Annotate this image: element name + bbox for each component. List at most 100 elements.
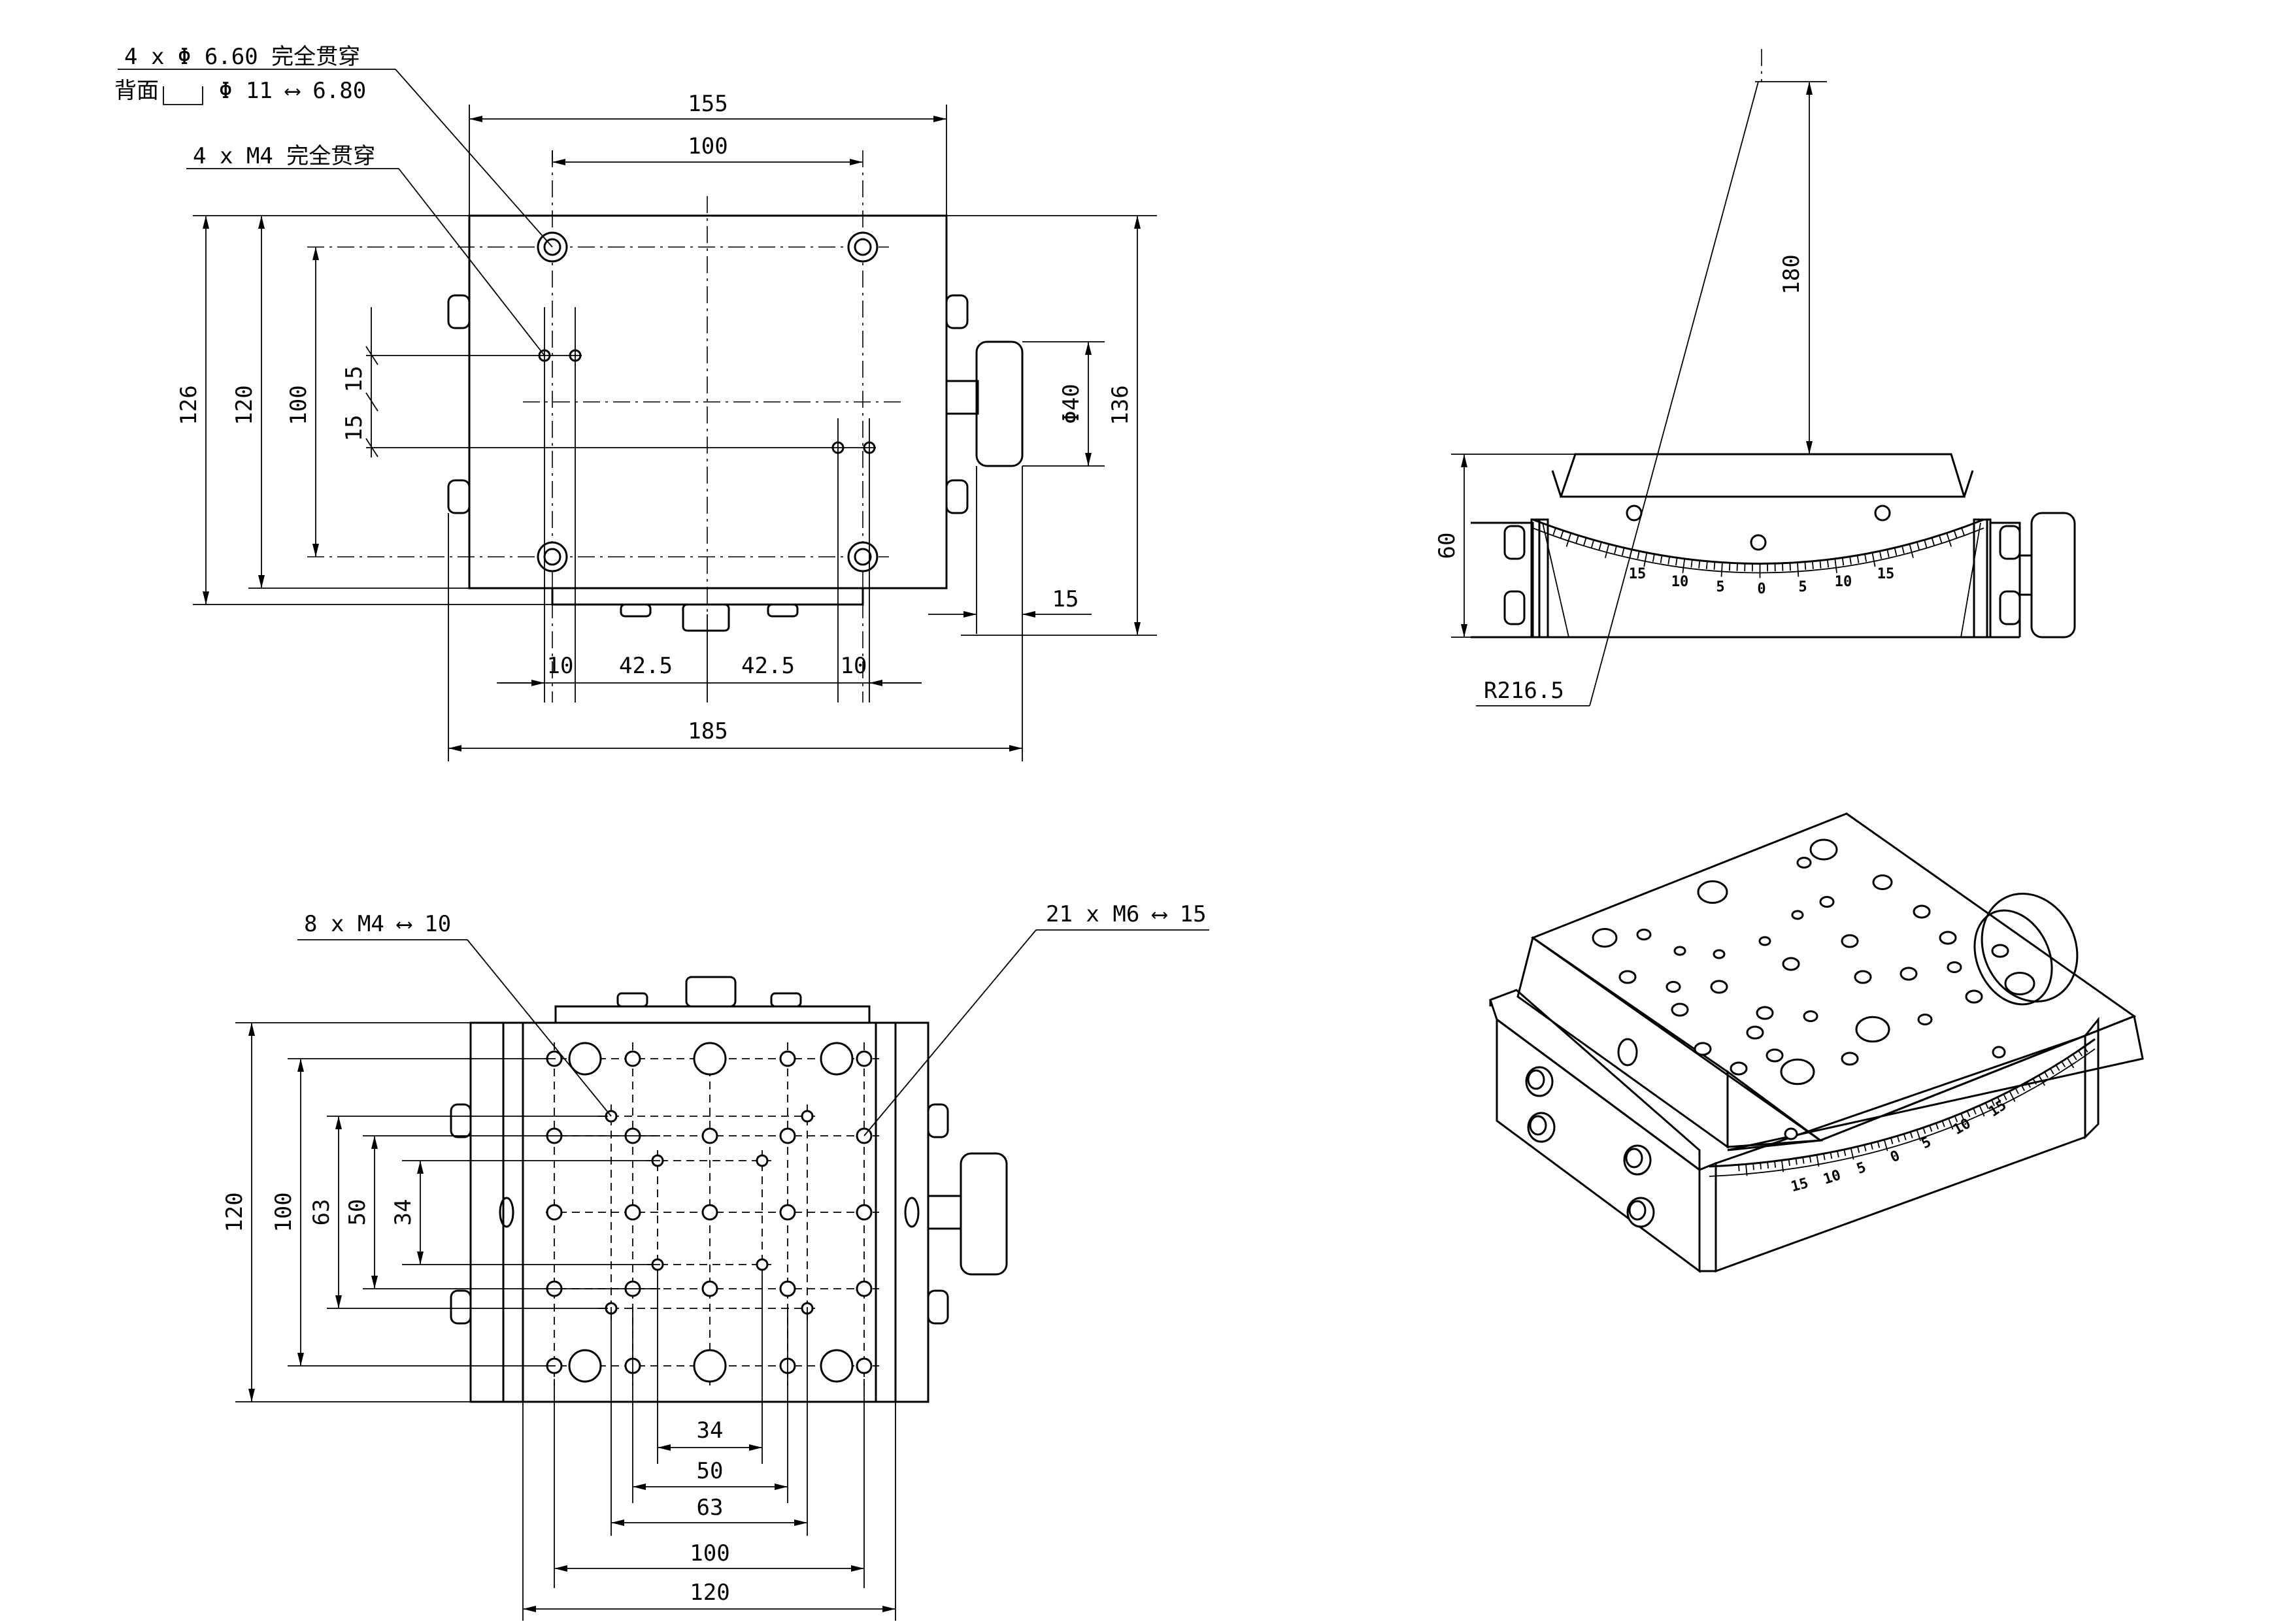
- m6-hole: [626, 1205, 640, 1219]
- front-scale-tick: [1939, 535, 1942, 542]
- iso-scale-tick: [1760, 1163, 1761, 1169]
- dim-34-left: 34: [390, 1199, 416, 1226]
- front-scale-tick: [1895, 548, 1897, 555]
- iso-scale-tick: [1898, 1136, 1900, 1142]
- callout-m4-blind: 8 x M4 ⟷ 10: [304, 911, 451, 937]
- front-scale-tick: [1835, 559, 1837, 573]
- front-scale-tick: [1637, 551, 1639, 559]
- iso-scale-label: 0: [1888, 1148, 1902, 1166]
- iso-scale-tick: [2062, 1061, 2065, 1067]
- iso-scale-label: 15: [1789, 1175, 1810, 1195]
- front-scale-label: 10: [1835, 574, 1852, 590]
- callout-back-face: 背面: [114, 78, 159, 104]
- callout-m6-blind: 21 x M6 ⟷ 15: [1046, 901, 1207, 927]
- dim-60: 60: [1434, 533, 1460, 559]
- iso-scale-tick: [1753, 1163, 1754, 1170]
- front-scale-tick: [1584, 538, 1586, 546]
- iso-hole: [1667, 982, 1680, 992]
- iso-scale-tick: [1911, 1132, 1913, 1138]
- iso-hole: [1855, 971, 1871, 983]
- front-scale-tick: [1843, 557, 1844, 565]
- iso-hole: [1966, 991, 1982, 1003]
- front-scale-tick: [1653, 554, 1654, 562]
- m6-hole: [626, 1052, 640, 1066]
- bottom-view: 120 100 63 50 34 34 50 63 100: [222, 901, 1209, 1621]
- iso-hole: [1711, 981, 1727, 993]
- dim-10-right: 10: [841, 653, 867, 679]
- front-scale-tick: [1850, 557, 1851, 565]
- front-scale-tick: [1872, 553, 1875, 567]
- iso-hole: [1747, 1027, 1763, 1038]
- dim-126: 126: [176, 385, 202, 425]
- iso-top-holes: [1593, 840, 2034, 1084]
- large-hole: [569, 1350, 601, 1382]
- iso-hole: [1804, 1012, 1817, 1021]
- dim-180: 180: [1779, 254, 1805, 294]
- front-scale-tick: [1599, 542, 1601, 550]
- front-scale-tick: [1924, 540, 1926, 548]
- m4-hole: [802, 1111, 812, 1121]
- front-scale-tick: [1917, 542, 1919, 550]
- dim-120: 120: [231, 385, 258, 425]
- iso-hole: [1783, 958, 1799, 970]
- dim-10-left: 10: [547, 653, 574, 679]
- large-hole: [821, 1350, 852, 1382]
- front-view-top-plate: [1561, 454, 1964, 497]
- m6-hole: [703, 1282, 717, 1296]
- large-hole: [694, 1350, 726, 1382]
- iso-hole: [1781, 1059, 1814, 1084]
- dim-42-5-left: 42.5: [619, 653, 673, 679]
- front-scale-label: 15: [1877, 566, 1895, 582]
- front-scale-tick: [1676, 557, 1677, 565]
- front-scale-tick: [1661, 555, 1662, 563]
- m6-hole: [703, 1129, 717, 1143]
- iso-hole: [1873, 876, 1892, 889]
- front-scale-tick: [1668, 557, 1669, 565]
- iso-scale-tick: [1830, 1152, 1832, 1159]
- dim-15-right: 15: [1052, 586, 1079, 612]
- front-scale-tick: [1865, 554, 1866, 562]
- iso-scale-tick: [2045, 1072, 2048, 1078]
- iso-scale-tick: [2079, 1051, 2083, 1056]
- iso-hole: [1695, 1043, 1711, 1055]
- dim-100-left: 100: [286, 385, 312, 425]
- front-scale-tick: [1858, 555, 1859, 563]
- callout-counterbore: Φ 11 ⟷ 6.80: [219, 78, 366, 104]
- front-scale-tick: [1561, 531, 1564, 538]
- iso-scale-tick: [1844, 1150, 1845, 1156]
- iso-scale-tick: [1878, 1142, 1880, 1148]
- iso-hole: [1714, 950, 1724, 958]
- front-scale-tick: [1902, 546, 1904, 554]
- front-scale-tick: [1682, 559, 1684, 573]
- dim-185: 185: [688, 718, 728, 744]
- dim-50-bottom: 50: [697, 1458, 724, 1484]
- iso-hole: [1948, 963, 1961, 972]
- iso-scale-tick: [1810, 1156, 1811, 1163]
- front-scale-tick: [1714, 562, 1715, 570]
- front-scale-label: 5: [1716, 579, 1724, 595]
- dim-155: 155: [688, 91, 728, 117]
- m6-hole: [547, 1205, 561, 1219]
- iso-hole: [1593, 929, 1616, 947]
- dim-63-left: 63: [309, 1199, 335, 1226]
- iso-scale-tick: [1858, 1146, 1859, 1153]
- front-scale-label: 15: [1629, 566, 1647, 582]
- top-view: 155 100 126 120 100 15 15 136 Φ40 15: [114, 44, 1157, 761]
- iso-scale-tick: [1904, 1134, 1906, 1140]
- iso-scale-tick: [1824, 1153, 1825, 1160]
- iso-scale-tick: [1871, 1143, 1872, 1150]
- front-scale-tick: [1887, 550, 1889, 557]
- iso-scale-tick: [2003, 1094, 2006, 1100]
- front-scale-tick: [1592, 540, 1594, 548]
- iso-hole: [1757, 1007, 1773, 1019]
- m4-hole: [757, 1259, 767, 1270]
- front-scale-label: 5: [1798, 579, 1807, 595]
- dim-136: 136: [1107, 385, 1133, 425]
- dim-120-bottom: 120: [690, 1580, 729, 1606]
- iso-hole: [1792, 911, 1803, 919]
- iso-hole: [1798, 858, 1811, 868]
- front-scale-label: 0: [1757, 581, 1766, 597]
- iso-scale-tick: [1936, 1123, 1938, 1129]
- front-scale-tick: [1880, 551, 1881, 559]
